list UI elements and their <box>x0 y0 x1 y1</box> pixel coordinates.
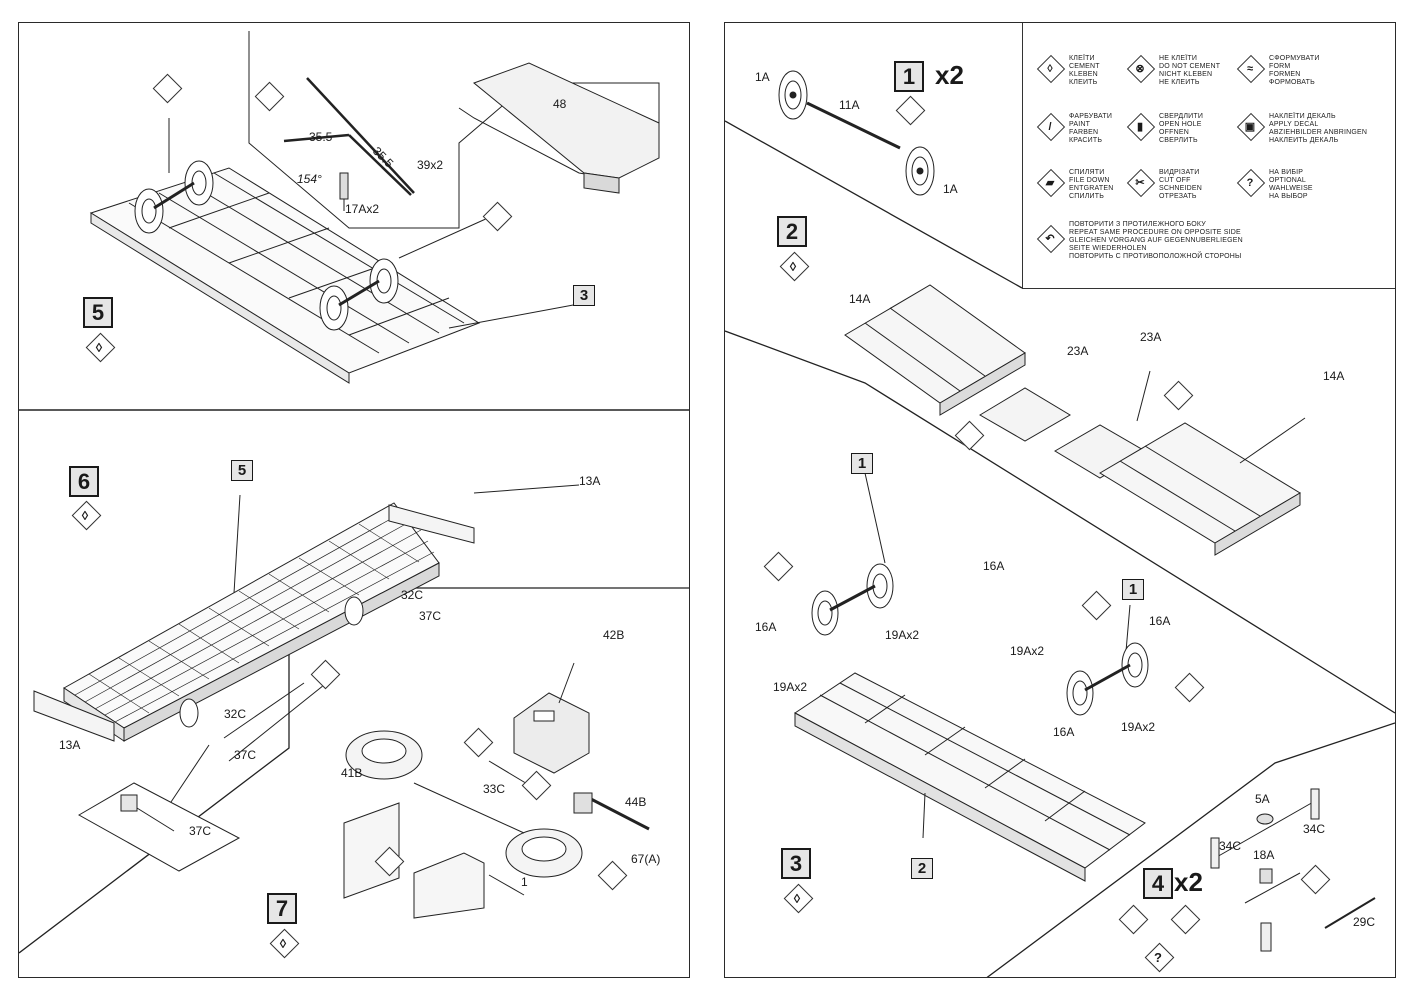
part-14a-right: 14A <box>1323 369 1345 383</box>
part-29c: 29C <box>1353 915 1376 929</box>
cement-icon: ◊ <box>279 936 287 951</box>
part-18a: 18A <box>1253 848 1275 862</box>
step5-block-48 <box>473 62 660 194</box>
step3-wheelset-left <box>811 563 894 636</box>
cement-icon: ◊ <box>1047 63 1053 75</box>
part-16a-d: 16A <box>1053 725 1075 739</box>
step-7-number: 7 <box>267 893 297 924</box>
step-6-number: 6 <box>69 466 99 497</box>
step-2-number: 2 <box>777 216 807 247</box>
drill-icon: ▮ <box>1136 121 1144 133</box>
part-32c-top: 32C <box>401 588 424 602</box>
step-5-number: 5 <box>83 297 113 328</box>
step-4-number: 4 <box>1143 868 1173 899</box>
part-16a-b: 16A <box>755 620 777 634</box>
decal-icon: ▣ <box>1244 121 1256 133</box>
part-13a-top: 13A <box>579 474 601 488</box>
file-icon: ▰ <box>1045 177 1055 189</box>
step1-wheelset <box>778 70 935 196</box>
dim-35-5-a: 35.5 <box>309 130 333 144</box>
part-23a-right: 23A <box>1140 330 1162 344</box>
part-37c-top: 37C <box>419 609 442 623</box>
step3-wheelset-right <box>1066 642 1149 716</box>
step3-chassis <box>794 472 1146 882</box>
step5-wheel-front <box>319 258 399 331</box>
part-41b: 41B <box>341 766 363 780</box>
bolt-17ax2-label: 17Ax2 <box>345 202 380 216</box>
right-page-drawing <box>725 70 1395 977</box>
part-1a-right: 1A <box>943 182 958 196</box>
left-instruction-page: 35.5 35.5 154° 39x2 17Ax2 48 3 5 ◊ 6 ◊ 5… <box>18 22 690 978</box>
part-5a: 5A <box>1255 792 1270 806</box>
part-14a-left: 14A <box>849 292 871 306</box>
part-37c-bottom: 37C <box>234 748 257 762</box>
cement-icon: ◊ <box>793 891 801 906</box>
part-42b: 42B <box>603 628 625 642</box>
optional-icon: ? <box>1246 177 1254 189</box>
part-44b: 44B <box>625 795 647 809</box>
cement-icon: ◊ <box>81 508 89 523</box>
step2-frame <box>844 284 1306 556</box>
ref-step-1-left: 1 <box>851 453 873 474</box>
part-19ax2-d: 19Ax2 <box>1121 720 1156 734</box>
step6-deck <box>33 484 580 806</box>
step6-detail-box <box>77 782 241 872</box>
repeat-icon: ↶ <box>1045 233 1055 245</box>
step4-assembly <box>1210 788 1376 952</box>
part-19ax2-a: 19Ax2 <box>885 628 920 642</box>
part-34c-right: 34C <box>1303 822 1326 836</box>
part-37c-detail: 37C <box>189 824 212 838</box>
part-19ax2-b: 19Ax2 <box>773 680 808 694</box>
ref-step-2-box: 2 <box>911 858 933 879</box>
part-67a: 67(A) <box>631 852 661 866</box>
cement-icon: ◊ <box>789 259 797 274</box>
no-cement-icon: ⊗ <box>1135 63 1145 75</box>
part-19ax2-c: 19Ax2 <box>1010 644 1045 658</box>
step5-wheel-rear <box>134 160 214 234</box>
ref-step-5-box: 5 <box>231 460 253 481</box>
part-16a-c: 16A <box>1149 614 1171 628</box>
optional-icon: ? <box>1154 950 1162 965</box>
dim-1: 1 <box>521 875 528 889</box>
ref-step-1-right: 1 <box>1122 579 1144 600</box>
step5-wire-detail <box>168 31 660 329</box>
part-33c: 33C <box>483 782 506 796</box>
step5-chassis <box>89 167 481 384</box>
paint-icon: / <box>1048 121 1052 133</box>
step-1-multiplier: x2 <box>935 60 964 90</box>
part-23a-left: 23A <box>1067 344 1089 358</box>
ref-step-3-box: 3 <box>573 285 595 306</box>
part-1a-left: 1A <box>755 70 770 84</box>
step-4-multiplier: x2 <box>1174 867 1203 897</box>
cut-icon: ✂ <box>1135 177 1145 189</box>
cement-icon: ◊ <box>95 340 103 355</box>
form-icon: ≈ <box>1246 63 1254 75</box>
part-13a-bottom: 13A <box>59 738 81 752</box>
left-page-drawing <box>19 31 689 954</box>
step7-parts <box>343 662 650 919</box>
part-16a-a: 16A <box>983 559 1005 573</box>
part-32c-bottom: 32C <box>224 707 247 721</box>
part-11a: 11A <box>839 98 860 112</box>
angle-label: 154° <box>297 172 322 186</box>
step-1-number: 1 <box>894 61 924 92</box>
step-3-number: 3 <box>781 848 811 879</box>
part-34c-left: 34C <box>1219 839 1242 853</box>
wire-39x2-label: 39x2 <box>417 158 444 172</box>
block-48-label: 48 <box>553 97 567 111</box>
